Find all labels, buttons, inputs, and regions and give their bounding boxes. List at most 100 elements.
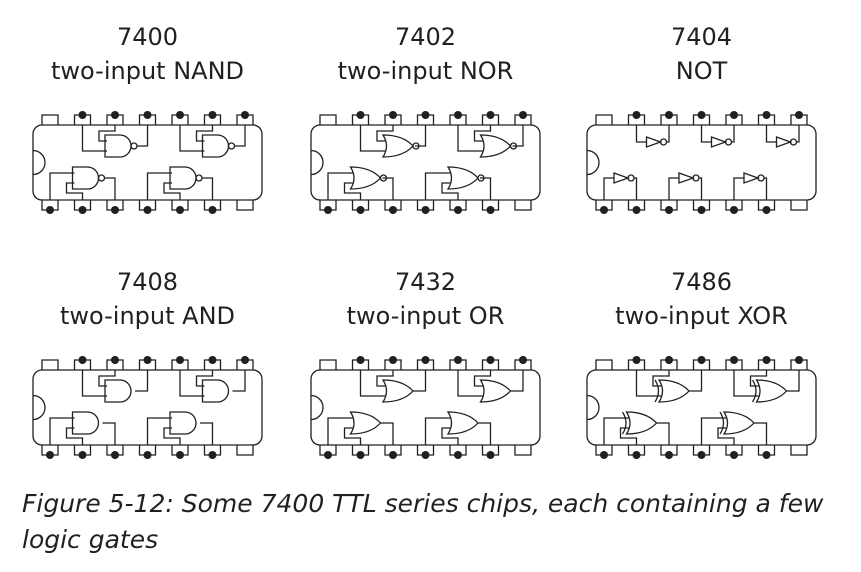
pin-dot xyxy=(111,356,119,364)
wire xyxy=(717,427,735,445)
wire xyxy=(163,427,181,445)
wire xyxy=(49,172,75,200)
chip-name: two-input OR xyxy=(346,302,505,330)
or-body xyxy=(381,379,414,403)
wire xyxy=(98,125,116,142)
pin-dot xyxy=(208,451,217,459)
orientation-notch xyxy=(586,149,600,176)
and-body xyxy=(104,379,132,403)
wire xyxy=(413,370,427,392)
pin-dot xyxy=(78,111,87,119)
pin-dot xyxy=(665,356,673,364)
pin-dot xyxy=(324,451,332,459)
nor-gate xyxy=(446,166,485,190)
pin-top xyxy=(319,114,337,125)
wire xyxy=(457,370,483,397)
pin-dot xyxy=(795,111,803,119)
pin-dot xyxy=(78,451,87,459)
pin-dot xyxy=(795,356,803,364)
inverter-bubble xyxy=(659,138,668,146)
wire xyxy=(202,177,214,200)
wire xyxy=(765,125,777,143)
wire xyxy=(424,172,450,200)
inversion-bubble xyxy=(130,142,138,150)
pin-dot xyxy=(176,206,184,214)
wire xyxy=(473,125,492,142)
pin-top xyxy=(41,114,59,125)
wire xyxy=(749,370,768,387)
or-body xyxy=(446,411,479,435)
pin-dot xyxy=(730,206,738,214)
pin-dot xyxy=(356,356,365,364)
chip-number: 7432 xyxy=(394,268,457,296)
wire xyxy=(81,370,107,397)
nand-body xyxy=(169,166,197,190)
inverter-bubble xyxy=(789,138,798,146)
wire xyxy=(603,417,629,445)
pin-dot xyxy=(632,356,641,364)
xor-gate xyxy=(654,379,690,403)
nand-gate xyxy=(201,134,236,158)
pin-dot xyxy=(111,451,119,459)
nand-body xyxy=(71,166,100,190)
xor-extra-arc xyxy=(654,379,660,403)
and-body xyxy=(201,379,230,403)
wire xyxy=(786,370,800,392)
wire xyxy=(376,370,394,387)
wire xyxy=(135,370,149,392)
pin-dot xyxy=(78,206,87,214)
wire xyxy=(376,125,394,142)
wire xyxy=(327,172,353,200)
wire xyxy=(700,125,712,143)
pin-dot xyxy=(389,111,397,119)
pin-dot xyxy=(208,206,217,214)
pin-dot xyxy=(176,451,184,459)
wire xyxy=(441,427,459,445)
pin-dot xyxy=(46,451,54,459)
pin-dot xyxy=(730,356,738,364)
wire xyxy=(731,125,735,143)
pin-dot xyxy=(730,111,738,119)
pin-dot xyxy=(454,356,462,364)
nor-gate xyxy=(479,134,518,158)
chip-name: two-input NOR xyxy=(337,57,514,85)
pin-dot xyxy=(697,451,706,459)
nand-gate xyxy=(71,166,106,190)
wire xyxy=(104,177,116,200)
or-gate xyxy=(479,379,512,403)
wire xyxy=(656,422,670,445)
wire xyxy=(146,417,172,445)
pin-dot xyxy=(241,111,249,119)
chip-number: 7404 xyxy=(670,23,733,51)
pin-dot xyxy=(600,206,608,214)
wire xyxy=(796,125,800,143)
wire xyxy=(668,177,679,200)
pin-dot xyxy=(324,206,332,214)
pin-bottom xyxy=(514,445,532,456)
pin-top xyxy=(595,114,613,125)
wire xyxy=(666,125,670,143)
pin-top xyxy=(319,359,337,370)
wire xyxy=(234,125,246,147)
pin-dot xyxy=(486,356,495,364)
nand-gate xyxy=(104,134,138,158)
pin-bottom xyxy=(514,200,532,211)
wire xyxy=(634,177,638,200)
chip-number: 7400 xyxy=(116,23,179,51)
pin-dot xyxy=(421,451,430,459)
wire xyxy=(163,182,181,200)
wire xyxy=(635,370,661,397)
wire xyxy=(179,370,205,397)
nor-gate xyxy=(381,134,420,158)
pin-dot xyxy=(697,111,706,119)
wire xyxy=(343,427,362,445)
pin-dot xyxy=(143,206,152,214)
pin-dot xyxy=(697,356,706,364)
or-gate xyxy=(446,411,479,435)
inversion-bubble xyxy=(195,174,203,182)
orientation-notch xyxy=(310,149,324,176)
orientation-notch xyxy=(32,394,46,421)
inverter-bubble xyxy=(692,174,700,182)
wire xyxy=(343,182,362,200)
pin-dot xyxy=(730,451,738,459)
